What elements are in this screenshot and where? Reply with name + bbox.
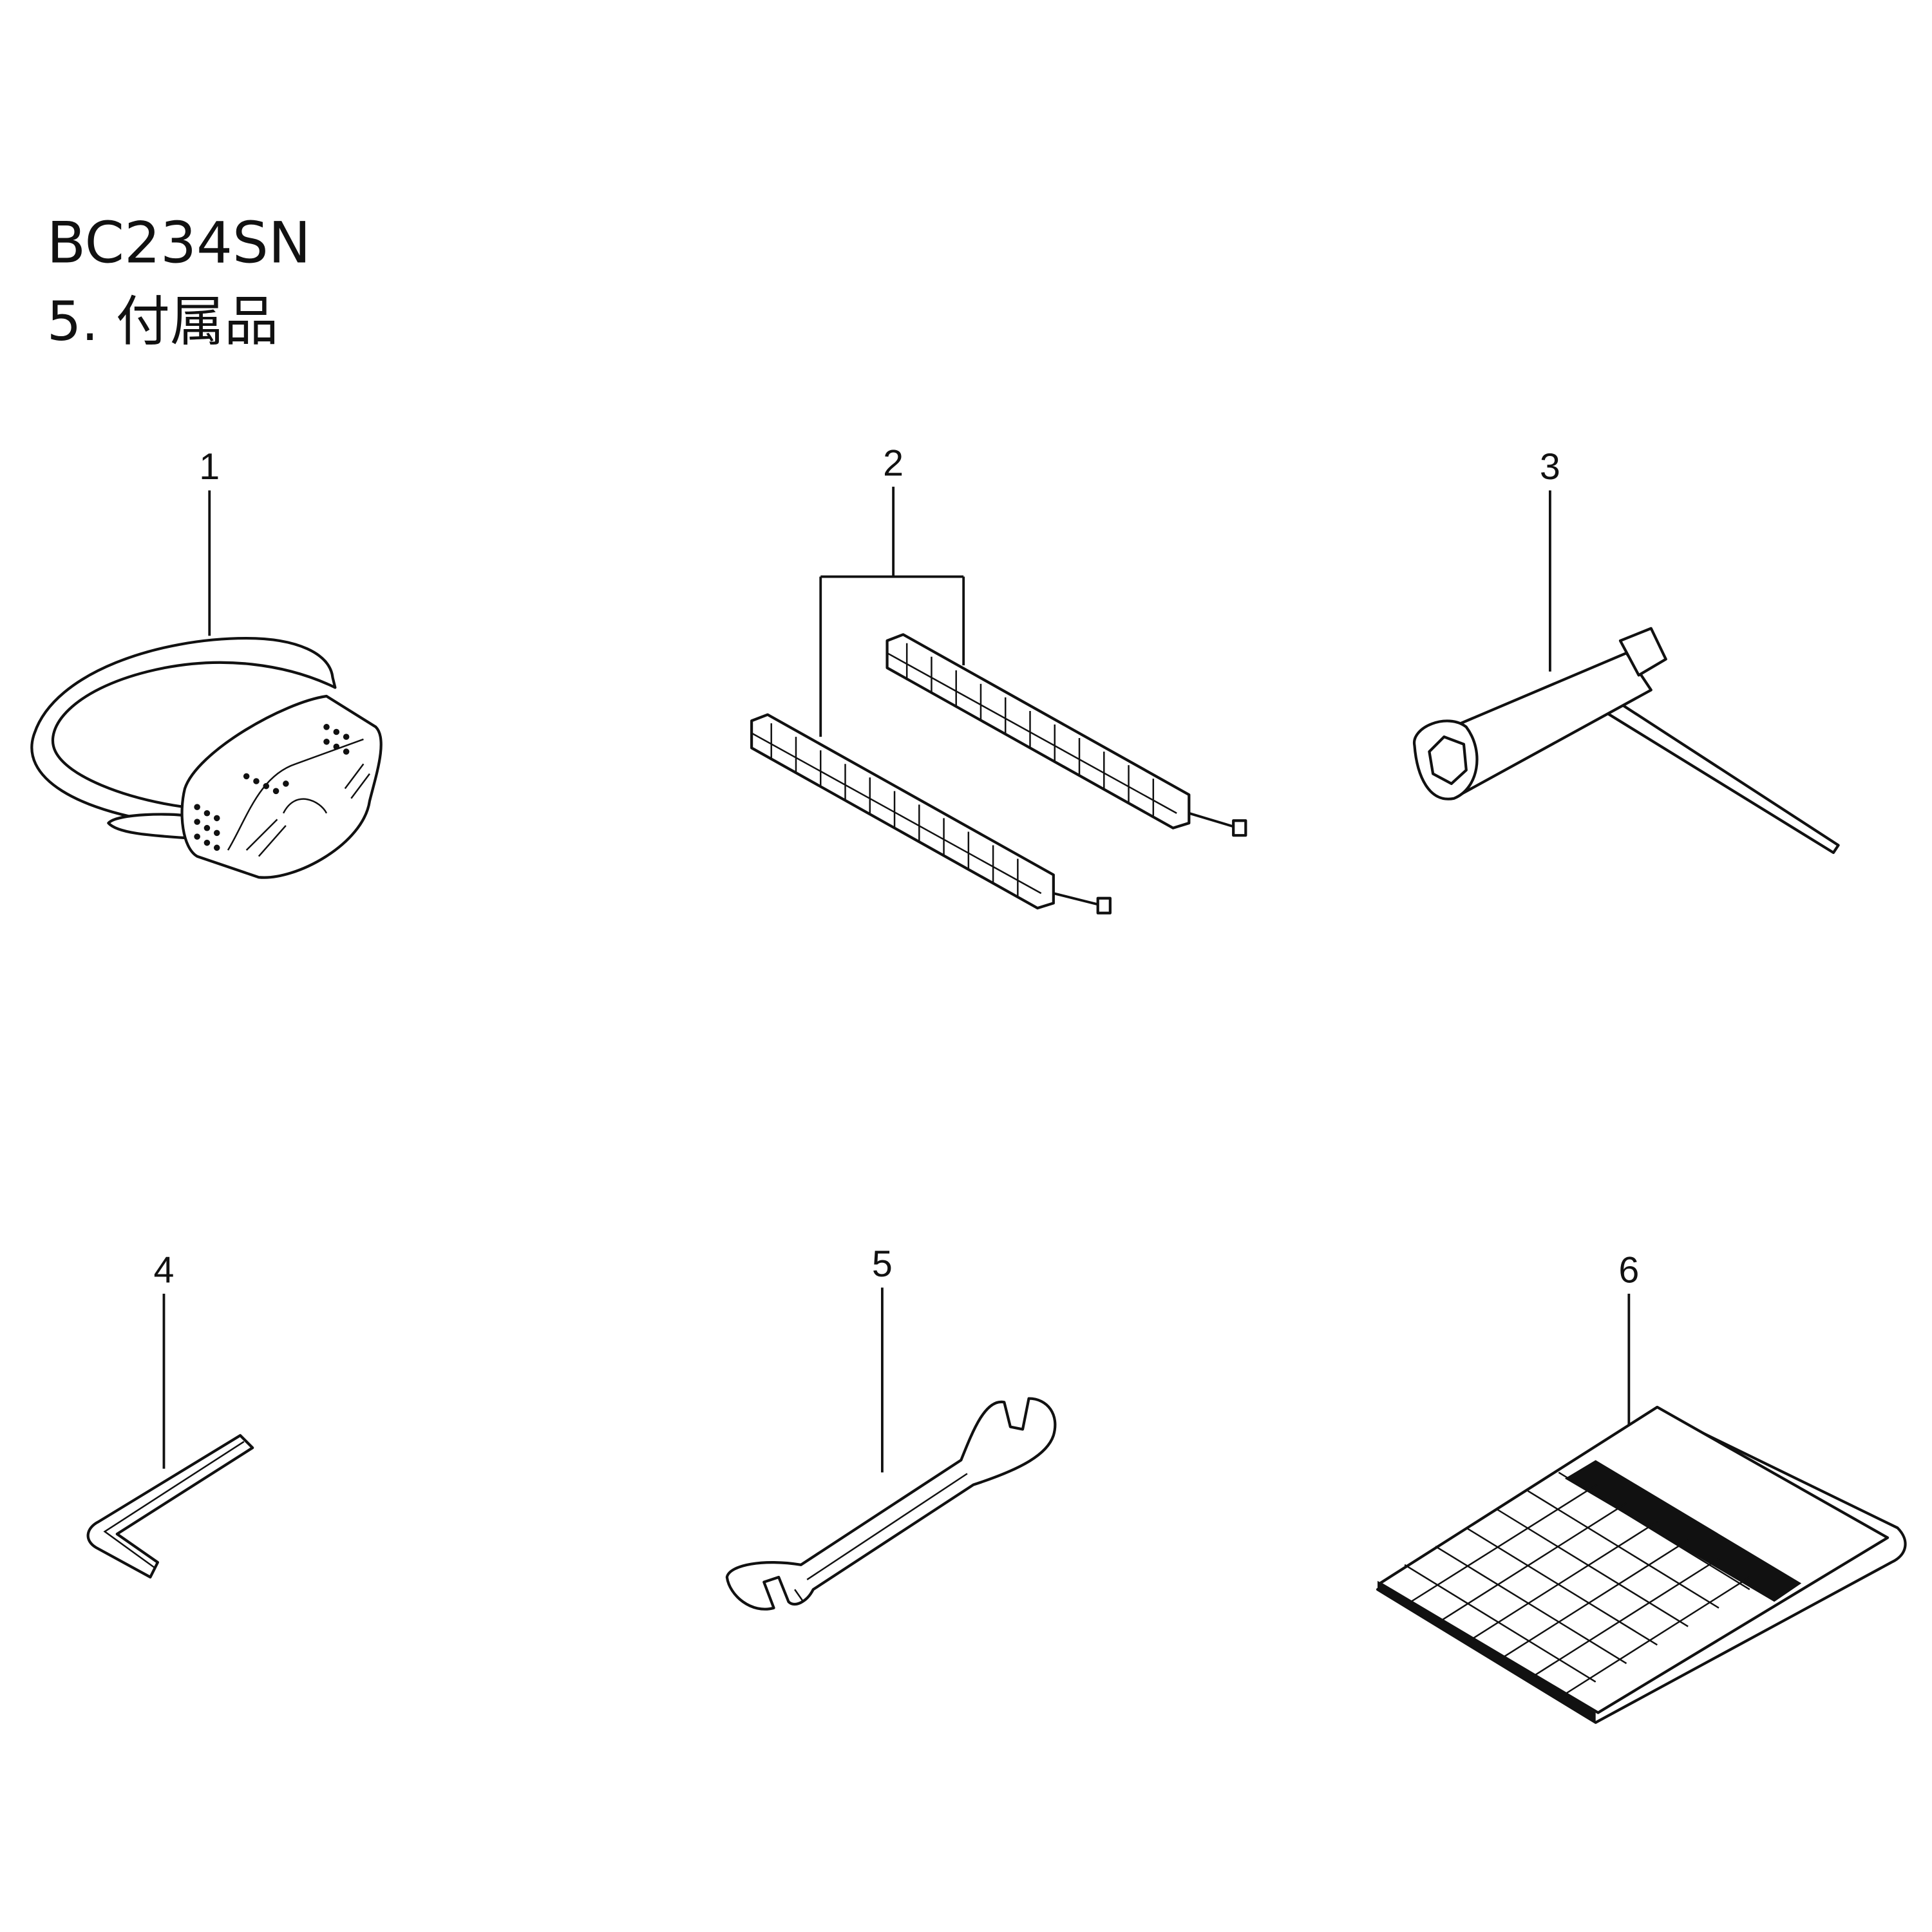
section-title: 5. 付属品 <box>47 290 279 353</box>
hex-key-icon <box>86 1434 254 1579</box>
part-6: 6 <box>1376 1250 1907 1724</box>
part-number-1: 1 <box>199 446 220 488</box>
instruction-manual-icon <box>1376 1405 1907 1724</box>
open-end-wrench-icon <box>725 1397 1057 1611</box>
part-number-5: 5 <box>872 1244 893 1285</box>
leader-line-2 <box>819 486 965 737</box>
model-title: BC234SN <box>47 210 311 276</box>
part-number-3: 3 <box>1540 446 1560 488</box>
part-number-2: 2 <box>883 443 904 484</box>
nylon-cutter-lines-icon <box>750 633 1247 914</box>
part-3: 3 <box>1413 446 1840 855</box>
part-number-6: 6 <box>1618 1250 1639 1291</box>
part-number-4: 4 <box>154 1250 175 1291</box>
spark-plug-wrench-icon <box>1413 627 1840 855</box>
part-1: 1 <box>30 446 383 879</box>
safety-goggles-icon <box>30 636 383 879</box>
part-4: 4 <box>86 1250 254 1579</box>
part-2: 2 <box>750 443 1247 914</box>
part-5: 5 <box>725 1244 1057 1611</box>
